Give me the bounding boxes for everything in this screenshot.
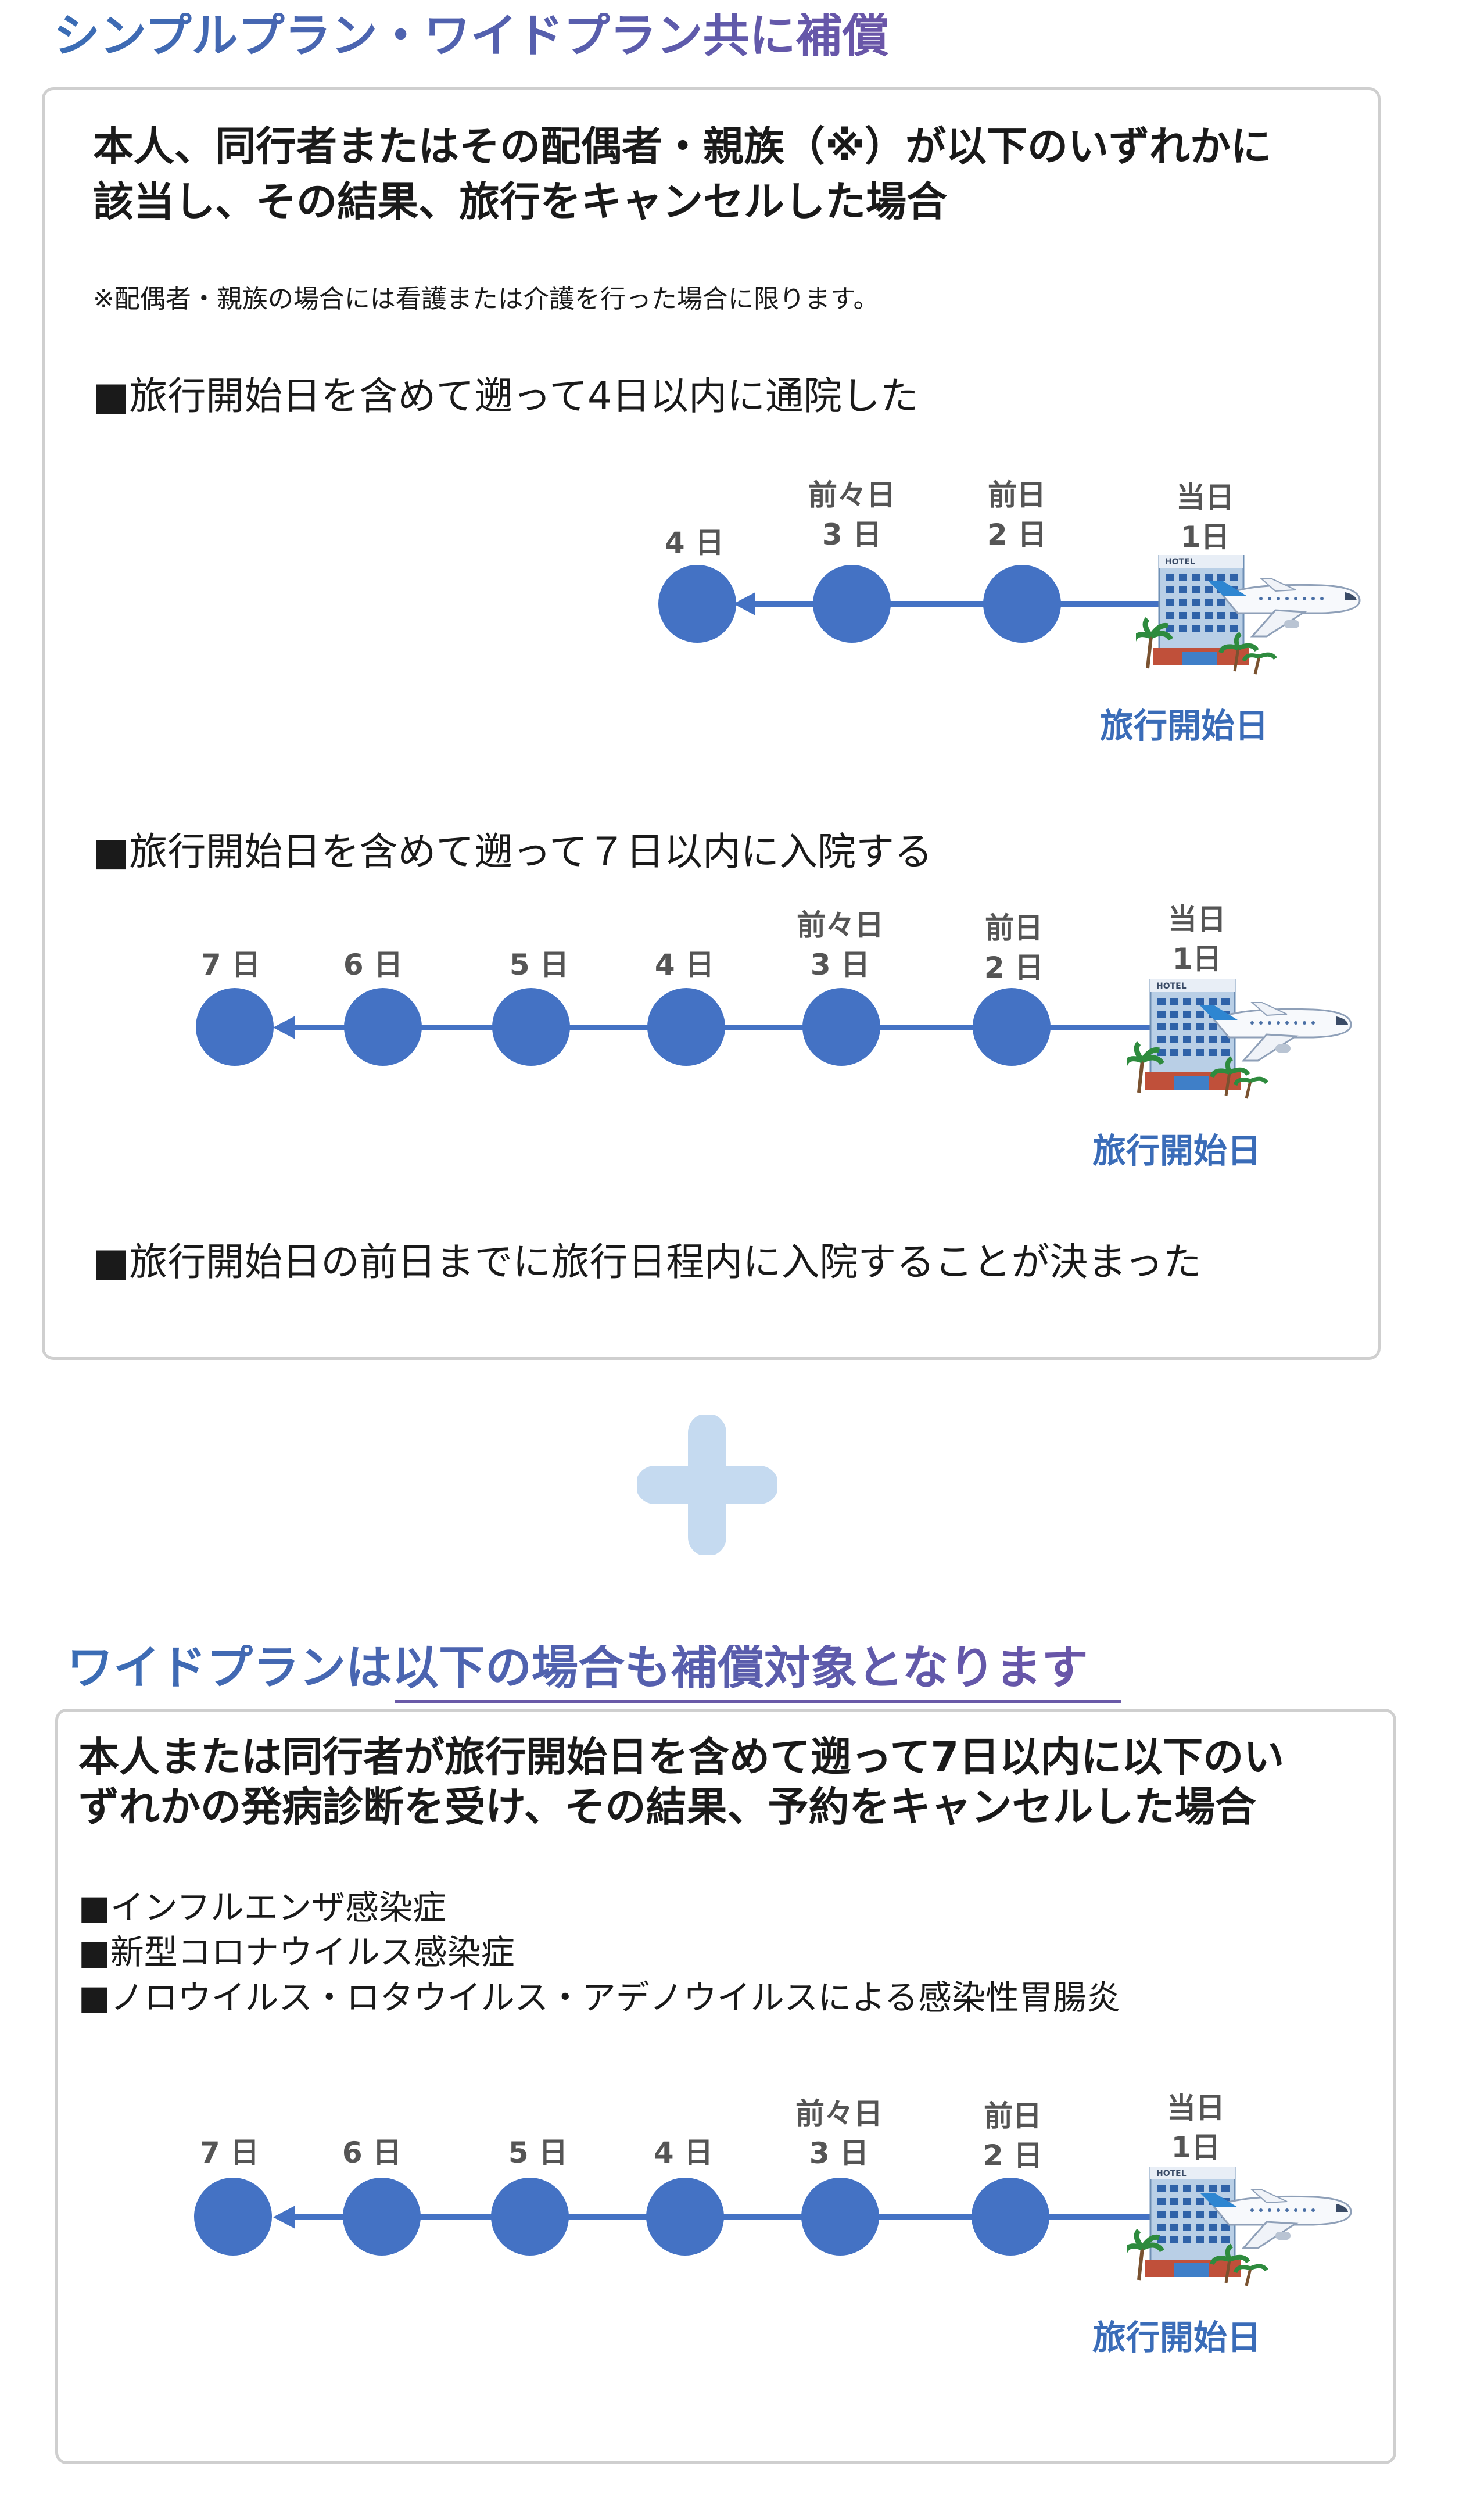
section2-box <box>55 1709 1396 2464</box>
label-day5: 5 日 <box>508 2136 568 2170</box>
timeline-dot-day2 <box>983 565 1061 643</box>
timeline-dot-day7 <box>196 988 274 1066</box>
palm-tree-icon <box>1121 2228 1268 2286</box>
label-day5: 5 日 <box>509 948 569 982</box>
label-day2-bottom: 2 日 <box>984 951 1044 985</box>
hotel-airplane-illustration: HOTEL <box>1121 2165 1365 2294</box>
label-day7: 7 日 <box>199 2136 260 2170</box>
start-date-label: 旅行開始日 <box>1092 2318 1261 2357</box>
svg-text:HOTEL: HOTEL <box>1156 2169 1187 2178</box>
label-day1-top: 当日 <box>1168 903 1226 936</box>
timeline-dot-day4 <box>658 565 736 643</box>
timeline-dot-day3 <box>801 2178 879 2256</box>
label-day3-bottom: 3 日 <box>809 2136 869 2170</box>
hotel-icon: HOTEL <box>1145 978 1241 1090</box>
timeline-dot-day3 <box>813 565 891 643</box>
label-day6: 6 日 <box>343 948 403 982</box>
section1-item1: ■旅行開始日を含めて遡って4日以内に通院した <box>93 374 919 418</box>
arrowhead <box>273 1016 295 1039</box>
section1-item2: ■旅行開始日を含めて遡って７日以内に入院する <box>93 829 933 874</box>
label-day6: 6 日 <box>342 2136 402 2170</box>
section1-lead-line2: 該当し、その結果、旅行をキャンセルした場合 <box>93 178 947 225</box>
start-date-label: 旅行開始日 <box>1092 1131 1261 1170</box>
hotel-airplane-illustration: HOTEL <box>1130 554 1374 683</box>
label-day1-top: 当日 <box>1176 481 1234 514</box>
section1-note: ※配偶者・親族の場合には看護または介護を行った場合に限ります。 <box>93 284 879 314</box>
label-day3-top: 前々日 <box>808 478 895 512</box>
label-day3-bottom: 3 日 <box>810 948 870 982</box>
plus-icon <box>637 1415 777 1555</box>
timeline-dot-day4 <box>646 2178 724 2256</box>
label-day1-bottom: 1日 <box>1171 2131 1221 2164</box>
timeline-dot-day5 <box>491 2178 569 2256</box>
section2-lead-line1: 本人または同行者が旅行開始日を含めて遡って7日以内に以下のい <box>78 1733 1285 1781</box>
label-day2-top: 前日 <box>985 911 1043 945</box>
list-item: ■ノロウイルス・ロタウイルス・アデノウイルスによる感染性胃腸炎 <box>78 1978 1121 2017</box>
label-day2-bottom: 2 日 <box>987 518 1047 552</box>
label-day2-top: 前日 <box>984 2099 1042 2133</box>
svg-text:HOTEL: HOTEL <box>1156 982 1187 991</box>
timeline-dot-day3 <box>802 988 880 1066</box>
label-day2-top: 前日 <box>988 478 1046 512</box>
section1-item3: ■旅行開始日の前日までに旅行日程内に入院することが決まった <box>93 1240 1202 1284</box>
timeline-line <box>750 601 1180 607</box>
arrowhead <box>733 592 755 615</box>
timeline-dot-day5 <box>492 988 570 1066</box>
start-date-label: 旅行開始日 <box>1100 706 1269 746</box>
list-item: ■新型コロナウイルス感染症 <box>78 1932 515 1972</box>
section1-lead-line1: 本人、同行者またはその配偶者・親族（※）が以下のいずれかに <box>93 123 1272 170</box>
label-day4: 4 日 <box>653 2136 714 2170</box>
label-day3-top: 前々日 <box>795 2097 883 2131</box>
arrowhead <box>273 2206 295 2229</box>
airplane-icon <box>1209 578 1361 638</box>
list-item: ■インフルエンザ感染症 <box>78 1888 447 1927</box>
label-day1-top: 当日 <box>1167 2091 1225 2125</box>
palm-tree-icon <box>1130 617 1277 675</box>
airplane-icon <box>1200 1002 1352 1062</box>
svg-text:HOTEL: HOTEL <box>1165 557 1195 567</box>
palm-tree-icon <box>1121 1041 1268 1099</box>
label-day4: 4 日 <box>654 948 715 982</box>
section1-box <box>42 87 1381 1360</box>
label-day7: 7 日 <box>200 948 261 982</box>
timeline-dot-day6 <box>343 2178 421 2256</box>
timeline-dot-day6 <box>344 988 422 1066</box>
timeline-line <box>293 2214 1171 2220</box>
section2-lead-line2: ずれかの発病診断を受け、その結果、予約をキャンセルした場合 <box>78 1783 1256 1831</box>
airplane-icon <box>1200 2189 1352 2249</box>
timeline-dot-day2 <box>972 2178 1049 2256</box>
hotel-icon: HOTEL <box>1145 2165 1241 2277</box>
section1-heading: シンプルプラン・ワイドプラン共に補償 <box>53 9 889 63</box>
hotel-airplane-illustration: HOTEL <box>1121 978 1365 1107</box>
label-day1-bottom: 1日 <box>1180 520 1230 554</box>
label-day1-bottom: 1日 <box>1172 942 1222 976</box>
timeline-dot-day7 <box>194 2178 272 2256</box>
timeline-line <box>293 1025 1171 1030</box>
timeline-dot-day4 <box>647 988 725 1066</box>
label-day3-top: 前々日 <box>797 908 884 942</box>
timeline-dot-day2 <box>973 988 1051 1066</box>
label-day2-bottom: 2 日 <box>983 2139 1043 2172</box>
label-day3-bottom: 3 日 <box>822 518 882 552</box>
label-day4: 4 日 <box>664 526 725 560</box>
heading-underline <box>395 1700 1121 1703</box>
section2-heading: ワイドプランは以下の場合も補償対象となります <box>67 1641 1088 1695</box>
